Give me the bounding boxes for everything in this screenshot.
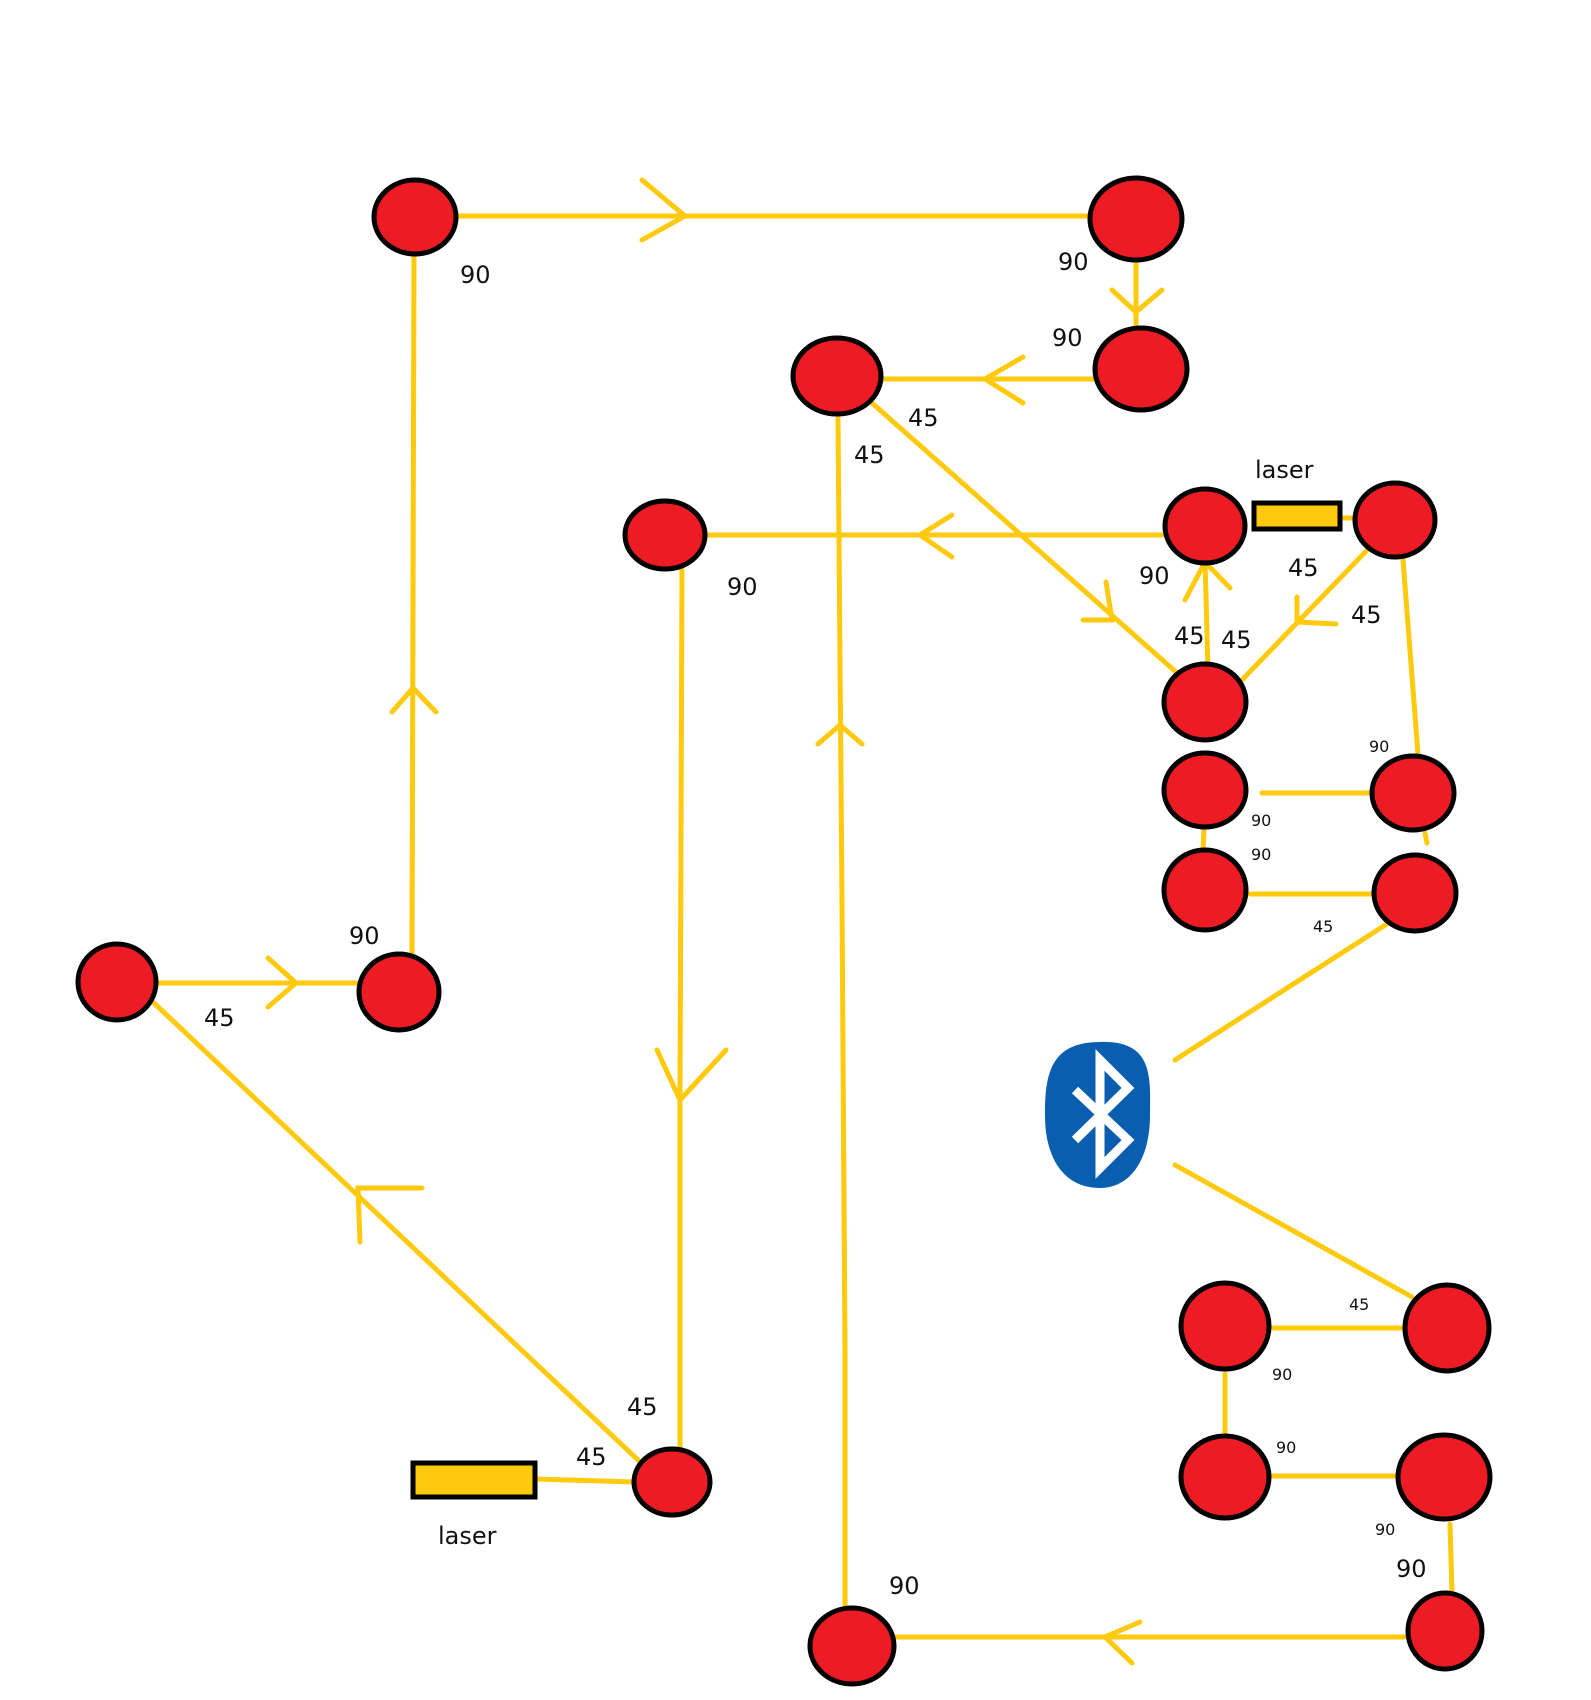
path-segment (1237, 542, 1375, 685)
angle-label: 45 (908, 404, 939, 432)
arrow-left (1100, 1619, 1143, 1666)
arrow-up (815, 721, 865, 747)
angle-label: 90 (1375, 1520, 1395, 1539)
lasers: laser laser (410, 456, 1343, 1550)
mirror-node (807, 1605, 897, 1687)
path-segment (1422, 830, 1430, 846)
path-segment (1202, 557, 1211, 673)
path-segment (835, 415, 848, 1609)
angle-label: 90 (1251, 845, 1271, 864)
arrow-up-left (355, 1185, 425, 1245)
angle-label: 90 (1276, 1438, 1296, 1457)
angle-label: 90 (1272, 1365, 1292, 1384)
arrow-right (265, 955, 300, 1010)
mirror-node (1371, 852, 1459, 934)
angle-label: 90 (727, 573, 758, 601)
angle-label: 45 (204, 1004, 235, 1032)
laser-emitter (1251, 500, 1343, 532)
arrow-down (1109, 287, 1165, 316)
mirror-node (1352, 480, 1438, 560)
angle-label: 90 (1369, 737, 1389, 756)
angle-label: 45 (576, 1443, 607, 1471)
mirror-node (1178, 1433, 1272, 1521)
mirror-node (1161, 847, 1249, 933)
mirror-node (1161, 661, 1249, 743)
mirror-node (1161, 750, 1249, 830)
angle-label: 45 (1174, 622, 1205, 650)
mirror-node (631, 1446, 713, 1518)
light-paths (151, 177, 1455, 1666)
angle-label: 90 (1139, 562, 1170, 590)
angle-label: 45 (1313, 917, 1333, 936)
mirror-node (1162, 486, 1248, 566)
arrow-down (654, 1047, 729, 1105)
path-segment (1447, 1521, 1455, 1595)
angle-label: 90 (1058, 248, 1089, 276)
angle-label: 90 (1396, 1555, 1427, 1583)
angle-label: 45 (1349, 1295, 1369, 1314)
angle-label: 45 (1351, 601, 1382, 629)
path-segment (409, 253, 417, 957)
mirror-node (1087, 175, 1185, 263)
mirror-node (622, 498, 708, 572)
mirror-nodes (75, 175, 1493, 1687)
mirror-node (75, 941, 159, 1023)
path-segment (533, 1476, 637, 1485)
arrow-right (639, 177, 690, 243)
laser-label: laser (438, 1522, 497, 1550)
arrow-left (980, 354, 1026, 406)
path-segment (1172, 1162, 1415, 1300)
arrow-diag (1080, 579, 1115, 623)
mirror-node (1402, 1282, 1492, 1374)
mirror-node (790, 335, 884, 417)
laser-label: laser (1255, 456, 1314, 484)
path-segment (1400, 557, 1421, 757)
path-segment (1200, 827, 1207, 853)
mirror-node (1405, 1590, 1485, 1672)
angle-label: 45 (854, 441, 885, 469)
angle-label: 90 (1251, 811, 1271, 830)
mirror-node (1369, 753, 1457, 833)
path-segment (677, 567, 685, 1453)
angle-label: 90 (1052, 324, 1083, 352)
angle-label: 90 (889, 1572, 920, 1600)
angle-label: 90 (349, 922, 380, 950)
angle-label: 45 (1221, 626, 1252, 654)
arrow-up (389, 684, 439, 715)
mirror-node (1395, 1432, 1493, 1522)
mirror-node (1178, 1280, 1272, 1372)
bluetooth-icon (1045, 1041, 1151, 1188)
angle-label: 90 (460, 261, 491, 289)
mirror-node (356, 951, 442, 1033)
arrow-left (915, 512, 955, 560)
laser-emitter (410, 1460, 538, 1500)
angle-label: 45 (627, 1393, 658, 1421)
path-segment (1172, 919, 1393, 1063)
path-segment (151, 1000, 641, 1463)
angle-label: 45 (1288, 554, 1319, 582)
mirror-node (1092, 325, 1190, 413)
arrow-diag (1294, 594, 1339, 627)
mirror-node (371, 177, 459, 257)
